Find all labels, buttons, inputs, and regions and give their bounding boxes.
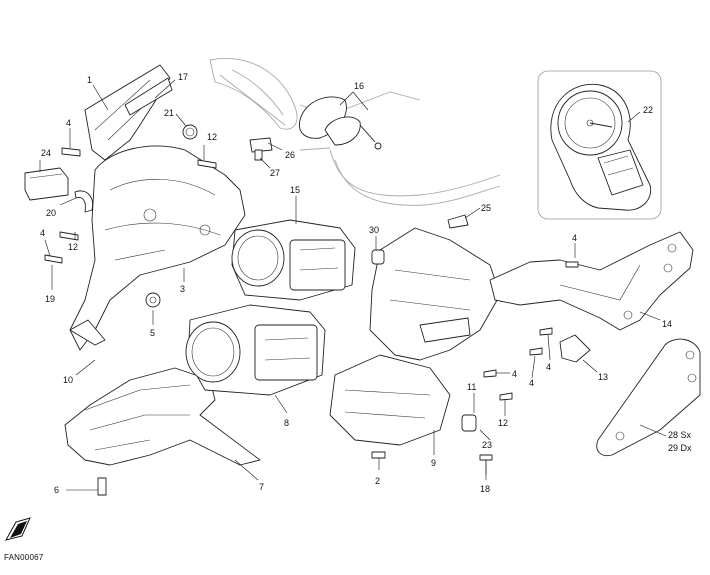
callout-20: 20 <box>46 208 56 218</box>
callout-22: 22 <box>643 105 653 115</box>
callout-7: 7 <box>259 482 264 492</box>
instrument-inset <box>537 70 662 220</box>
callout-18: 18 <box>480 484 490 494</box>
callout-11: 11 <box>467 382 476 392</box>
leader-lines <box>39 79 667 491</box>
callout-9: 9 <box>431 458 436 468</box>
callout-23: 23 <box>482 440 492 450</box>
mirror-16 <box>298 96 382 150</box>
callout-4-b: 4 <box>40 228 45 238</box>
callout-15: 15 <box>290 185 300 195</box>
headlight-bracket-14 <box>489 231 694 331</box>
callout-14: 14 <box>662 319 672 329</box>
callout-10: 10 <box>63 375 73 385</box>
callout-19: 19 <box>45 294 55 304</box>
lower-fairing-7 <box>64 367 261 466</box>
callout-12-b: 12 <box>68 242 78 252</box>
callout-2: 2 <box>375 476 380 486</box>
side-cover-24 <box>24 167 69 201</box>
callout-29-dx: 29 Dx <box>668 443 692 453</box>
callout-30: 30 <box>369 225 379 235</box>
callout-12-c: 12 <box>498 418 508 428</box>
callout-24: 24 <box>41 148 51 158</box>
callout-4-a: 4 <box>66 118 71 128</box>
callout-25: 25 <box>481 203 491 213</box>
callout-1: 1 <box>87 75 92 85</box>
callout-26: 26 <box>285 150 295 160</box>
callout-6: 6 <box>54 485 59 495</box>
upper-fairing-shell <box>69 145 246 351</box>
drawing-code: FAN00067 <box>4 553 44 562</box>
callout-5: 5 <box>150 328 155 338</box>
callout-4-e: 4 <box>529 378 534 388</box>
callout-4-c: 4 <box>572 233 577 243</box>
center-fairing-block <box>329 227 501 446</box>
callout-8: 8 <box>284 418 289 428</box>
headlight-upper <box>231 219 356 301</box>
callout-4-d: 4 <box>546 362 551 372</box>
side-plate-28-29 <box>596 338 701 457</box>
callout-16: 16 <box>354 81 364 91</box>
left-fairing-panel <box>84 64 173 161</box>
fasteners <box>44 124 591 496</box>
orientation-arrow-icon <box>5 517 31 541</box>
callout-3: 3 <box>180 284 185 294</box>
hose-20 <box>74 190 93 213</box>
callout-4-f: 4 <box>512 369 517 379</box>
callout-27: 27 <box>270 168 280 178</box>
headlight-lower <box>185 304 326 396</box>
callout-21: 21 <box>164 108 174 118</box>
callout-17: 17 <box>178 72 188 82</box>
callout-12-a: 12 <box>207 132 217 142</box>
callout-labels: 1 17 4 21 24 20 12 12 4 19 3 5 10 6 7 15… <box>40 72 692 495</box>
callout-28-sx: 28 Sx <box>668 430 692 440</box>
callout-13: 13 <box>598 372 608 382</box>
